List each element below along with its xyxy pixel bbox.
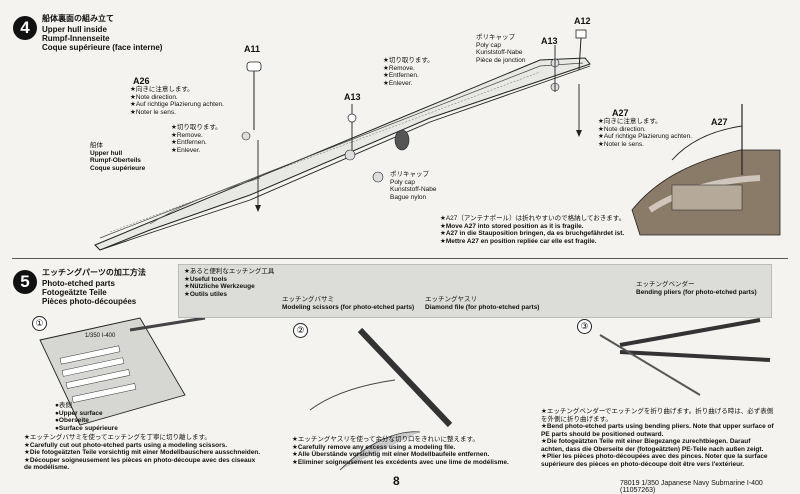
part-label-a11: A11 <box>244 44 261 54</box>
photo-etched-fret-drawing <box>39 316 206 426</box>
substep-2-marker: ② <box>293 323 308 338</box>
step-5-number: 5 <box>13 270 37 294</box>
bending-pliers-drawing <box>599 318 771 396</box>
tools-header: ★あると便利なエッチング工具★Useful tools★Nützliche We… <box>184 268 275 298</box>
substep-1-notes: ★エッチングバサミを使ってエッチングを丁寧に切り離します。★Carefully … <box>24 434 261 471</box>
useful-tools-panel <box>178 264 772 318</box>
product-code: 78019 1/350 Japanese Navy Submarine I-40… <box>620 480 763 494</box>
step-4-title-en-1: Upper hull inside <box>42 25 107 34</box>
part-label-a27-detail: A27 <box>711 117 728 127</box>
a27-notes: ★向きに注意します。★Note direction.★Auf richtige … <box>598 118 692 148</box>
part-label-a26: A26 <box>133 76 150 86</box>
substep-2-notes: ★エッチングヤスリを使って余分な切り口をきれいに整えます。★Carefully … <box>292 436 509 466</box>
part-label-a13-left: A13 <box>344 92 361 102</box>
remove-notes-left: ★切り取ります。★Remove.★Entfernen.★Enlever. <box>171 124 222 154</box>
step-5-title-jp: エッチングパーツの加工方法 <box>42 268 146 277</box>
step-4-title-en-2: Rumpf-Innenseite <box>42 34 110 43</box>
step-4-title-en-3: Coque supérieure (face interne) <box>42 43 163 52</box>
surface-legend: ●表側●Upper surface●Oberseite●Surface supé… <box>55 402 118 432</box>
filing-drawing <box>309 327 453 471</box>
step-5-title-en-3: Pièces photo-découpées <box>42 297 137 306</box>
step-4-number: 4 <box>13 16 37 40</box>
substep-1-marker: ① <box>32 316 47 331</box>
upper-hull-drawing <box>94 57 591 251</box>
substep-3-marker: ③ <box>577 319 592 334</box>
remove-notes-top: ★切り取ります。★Remove.★Entfernen.★Enlever. <box>383 57 434 87</box>
substep-3-notes: ★エッチングベンダーでエッチングを折り曲げます。折り曲げる時は、必ず表側を外側に… <box>541 408 774 468</box>
part-a11-drawing <box>246 61 262 212</box>
part-label-a27: A27 <box>612 108 629 118</box>
antenna-notes: ★A27（アンテナポール）は折れやすいので格納しておきます。★Move A27 … <box>440 215 626 245</box>
section-divider <box>12 258 788 259</box>
step-5-title-en-1: Photo-etched parts <box>42 279 115 288</box>
page-number: 8 <box>393 474 400 488</box>
step-4-title-jp: 船体裏面の組み立て <box>42 14 114 23</box>
part-a12-drawing <box>575 29 587 137</box>
step-5-title-en-2: Fotogeätzte Teile <box>42 288 107 297</box>
a26-notes: ★向きに注意します。★Note direction.★Auf richtige … <box>130 86 224 116</box>
part-label-a13-right: A13 <box>541 36 558 46</box>
part-label-a12: A12 <box>574 16 591 26</box>
antenna-detail-drawing <box>631 104 781 236</box>
fret-label: 1/350 I-400 <box>85 333 116 339</box>
